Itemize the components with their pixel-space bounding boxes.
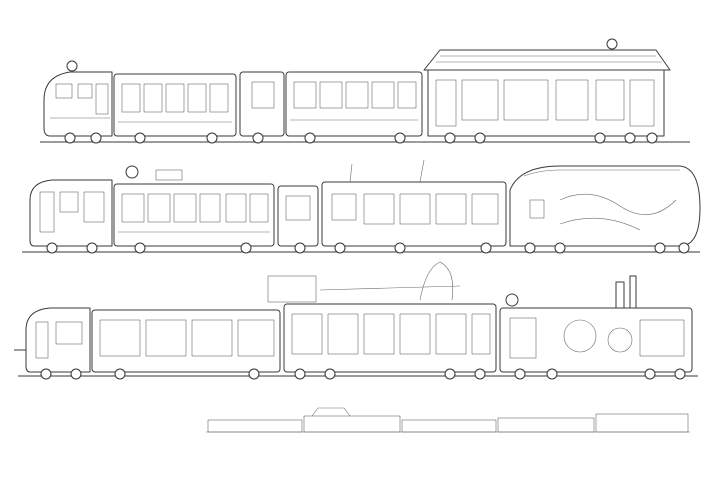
carriage-car xyxy=(113,165,275,247)
headlamp-icon xyxy=(66,60,78,72)
carriage-car xyxy=(91,309,281,373)
smokestack xyxy=(615,281,625,309)
house-car xyxy=(423,38,671,137)
train-row-3 xyxy=(14,261,698,380)
locomotive-car xyxy=(29,179,113,247)
train-row-2 xyxy=(22,159,701,254)
smokestack xyxy=(629,275,637,309)
carriage-car xyxy=(239,71,423,137)
train-row-4-miniature xyxy=(206,407,690,433)
locomotive-car xyxy=(43,60,113,137)
string-lights xyxy=(319,285,461,291)
wheelsets xyxy=(46,242,690,254)
machine-car xyxy=(499,275,693,373)
tree-icon xyxy=(419,261,454,301)
plant-sprouts xyxy=(349,159,425,183)
roof xyxy=(423,49,671,71)
chimney-ornament-icon xyxy=(606,38,618,50)
train-row-1 xyxy=(40,38,690,144)
garden-car xyxy=(267,261,497,373)
satellite-dish-icon xyxy=(125,165,139,179)
satellite-dish-icon xyxy=(505,293,519,307)
wheelsets xyxy=(40,368,686,380)
dome-car xyxy=(509,165,701,247)
carriage-car xyxy=(113,73,237,137)
locomotive-car xyxy=(14,307,91,373)
rooftop-planter xyxy=(267,275,317,303)
carriage-car xyxy=(277,159,507,247)
wheelsets xyxy=(64,132,658,144)
